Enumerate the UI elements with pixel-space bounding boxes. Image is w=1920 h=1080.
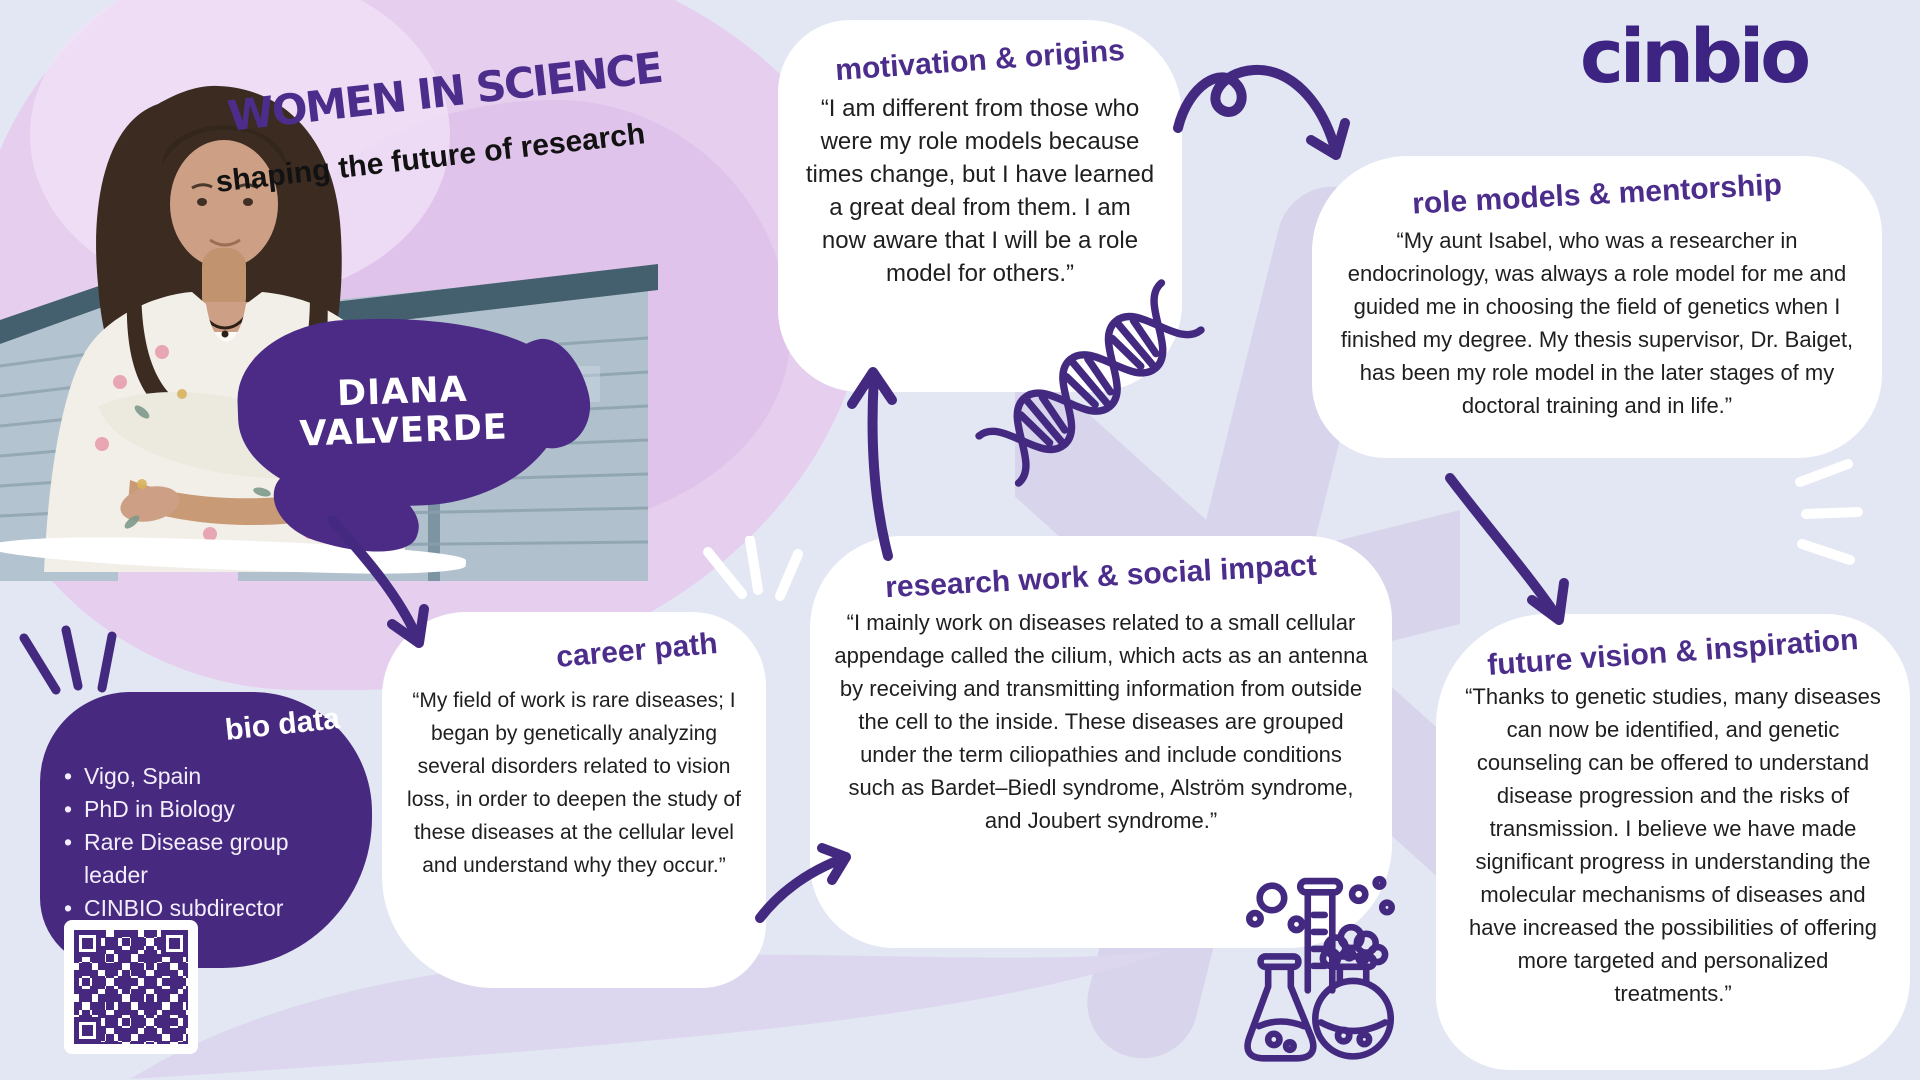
dna-helix-icon [975,279,1205,487]
section-header: career path [555,627,720,674]
arrow-motivation-to-role-models [1173,64,1350,160]
bubble-future-vision-inspiration: future vision & inspiration “Thanks to g… [1436,614,1910,1070]
quote-text: “Thanks to genetic studies, many disease… [1465,684,1881,1006]
bio-item: Rare Disease group leader [62,826,356,892]
chemistry-flasks-icon [1244,875,1395,1062]
cinbio-logo: cinbio [1580,14,1811,100]
sparkle-lines-purple [19,625,117,695]
person-name-last: VALVERDE [298,407,509,455]
bubble-motivation-origins: motivation & origins “I am different fro… [778,20,1182,392]
bubble-research-social-impact: research work & social impact “I mainly … [810,536,1392,948]
quote-text: “My aunt Isabel, who was a researcher in… [1340,228,1854,418]
arrow-research-to-motivation [847,367,897,561]
section-header: research work & social impact [884,548,1318,605]
quote-text: “My field of work is rare diseases; I be… [407,689,741,877]
qr-code [64,920,198,1054]
qr-pattern [74,930,188,1044]
sparkle-lines-white-career [703,536,803,601]
quote-text: “I am different from those who were my r… [805,95,1155,287]
bio-list: Vigo, Spain PhD in Biology Rare Disease … [56,760,356,925]
swoosh-shape [130,951,1168,1079]
bio-item: CINBIO subdirector [62,892,356,925]
bio-item: PhD in Biology [62,793,356,826]
bio-item: Vigo, Spain [62,760,356,793]
section-header: motivation & origins [834,33,1126,88]
arrow-photo-to-career [327,515,429,648]
arrow-career-to-research [755,843,851,923]
qr-finder [74,1017,101,1044]
bubble-role-models-mentorship: role models & mentorship “My aunt Isabel… [1312,156,1882,458]
section-header: role models & mentorship [1411,168,1783,221]
arrow-role-models-to-future [1445,473,1569,625]
quote-text: “I mainly work on diseases related to a … [834,610,1368,833]
bubble-career-path: career path “My field of work is rare di… [382,612,766,988]
qr-finder [74,930,101,957]
sparkle-lines-white-role [1795,459,1863,565]
person-name-first: DIANA [336,369,469,415]
qr-finder [161,930,188,957]
section-header: bio data [223,702,342,747]
